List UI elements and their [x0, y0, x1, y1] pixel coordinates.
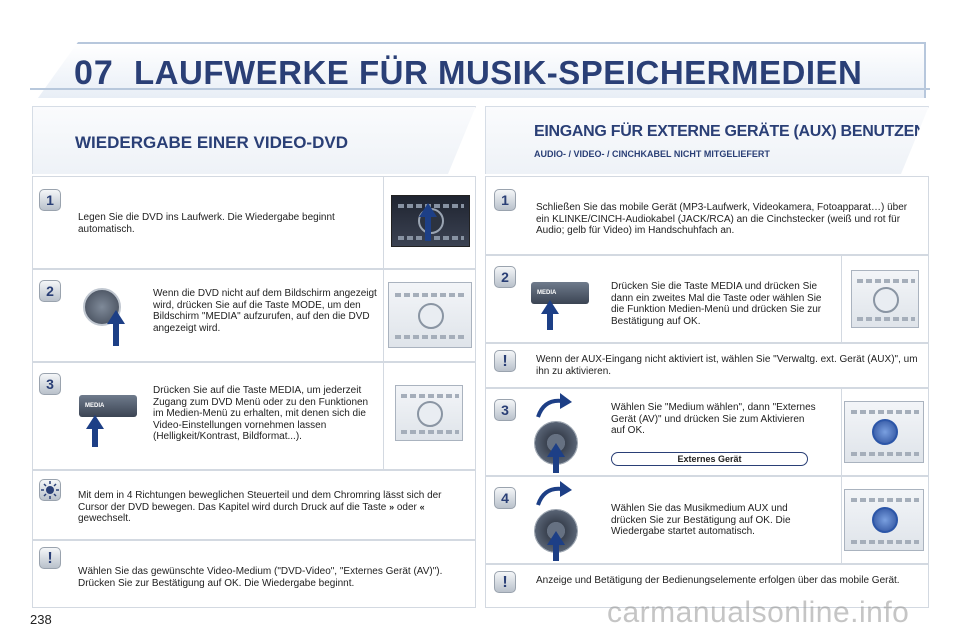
- step-badge: 3: [39, 373, 61, 395]
- radio-panel-thumbnail: [388, 282, 472, 348]
- arrow-up-icon: [547, 443, 565, 457]
- tip-text-a: Mit dem in 4 Richtungen beweglichen Steu…: [78, 490, 442, 513]
- left-step-2-text: Wenn die DVD nicht auf dem Bildschirm an…: [153, 288, 377, 334]
- rotate-arrow-icon: [536, 393, 572, 418]
- tip-text-b: gewechselt.: [78, 513, 131, 524]
- media-key-icon: MEDIA: [79, 395, 137, 417]
- right-step-2: 2 MEDIA Drücken Sie die Taste MEDIA und …: [485, 255, 929, 344]
- right-warning-1: ! Wenn der AUX-Eingang nicht aktiviert i…: [485, 343, 929, 388]
- arrow-stem: [553, 457, 559, 473]
- button-row: [398, 236, 464, 240]
- left-step-3-text: Drücken Sie auf die Taste MEDIA, um jede…: [153, 385, 369, 442]
- button-row: [395, 335, 465, 339]
- warning-icon: !: [494, 350, 516, 372]
- arrow-stem: [547, 314, 553, 330]
- divider: [383, 270, 384, 363]
- warning-icon: !: [39, 547, 61, 569]
- button-row: [857, 279, 915, 283]
- sun-icon: [39, 479, 61, 501]
- step-badge: 2: [39, 280, 61, 302]
- divider: [841, 256, 842, 344]
- divider: [383, 177, 384, 270]
- header-rule: [30, 88, 930, 90]
- arrow-stem: [553, 545, 559, 561]
- previous-chapter-icon: «: [419, 501, 425, 512]
- page-title: LAUFWERKE FÜR MUSIK-SPEICHERMEDIEN: [134, 54, 863, 91]
- arrow-up-icon: [107, 310, 125, 324]
- external-device-button[interactable]: Externes Gerät: [611, 452, 808, 466]
- right-section-title: EINGANG FÜR EXTERNE GERÄTE (AUX) BENUTZE…: [534, 123, 926, 140]
- radio-panel-thumbnail: [395, 385, 463, 441]
- control-knob: [873, 287, 899, 313]
- watermark: carmanualsonline.info: [607, 596, 910, 629]
- step-badge: 1: [494, 189, 516, 211]
- left-tip: Mit dem in 4 Richtungen beweglichen Steu…: [32, 470, 476, 540]
- divider: [841, 389, 842, 477]
- arrow-stem: [92, 429, 98, 447]
- right-section-subtitle: AUDIO- / VIDEO- / CINCHKABEL NICHT MITGE…: [534, 149, 770, 159]
- left-section-header: WIEDERGABE EINER VIDEO-DVD: [32, 106, 476, 174]
- left-step-1-text: Legen Sie die DVD ins Laufwerk. Die Wied…: [78, 212, 335, 235]
- button-row: [857, 317, 915, 321]
- next-chapter-icon: »: [389, 501, 395, 512]
- left-step-3: 3 MEDIA Drücken Sie auf die Taste MEDIA,…: [32, 362, 476, 471]
- right-step-1-text: Schließen Sie das mobile Gerät (MP3-Lauf…: [536, 202, 908, 236]
- right-step-4-text: Wählen Sie das Musikmedium AUX und drück…: [611, 503, 791, 537]
- button-row: [395, 293, 465, 297]
- right-step-1: 1 Schließen Sie das mobile Gerät (MP3-La…: [485, 176, 929, 255]
- arrow-up-icon: [419, 203, 437, 217]
- control-knob: [418, 303, 444, 329]
- right-column: EINGANG FÜR EXTERNE GERÄTE (AUX) BENUTZE…: [485, 106, 929, 174]
- control-knob-highlighted: [872, 507, 898, 533]
- arrow-up-icon: [547, 531, 565, 545]
- right-step-2-text: Drücken Sie die Taste MEDIA und drücken …: [611, 281, 822, 327]
- button-row: [851, 540, 919, 544]
- arrow-stem: [113, 324, 119, 346]
- tip-text-or: oder: [396, 501, 417, 513]
- step-badge: 3: [494, 399, 516, 421]
- arrow-stem: [425, 217, 431, 241]
- button-row: [401, 430, 459, 434]
- rotate-arrow-icon: [536, 481, 572, 506]
- right-warning-1-text: Wenn der AUX-Eingang nicht aktiviert ist…: [536, 354, 918, 377]
- chapter-number: 07: [74, 54, 114, 92]
- right-step-4: 4 Wählen Sie das Musikmedium AUX und drü…: [485, 476, 929, 565]
- control-knob: [417, 401, 443, 427]
- right-warning-2-text: Anzeige und Betätigung der Bedienungsele…: [536, 575, 900, 586]
- left-tip-text: Mit dem in 4 Richtungen beweglichen Steu…: [78, 490, 463, 525]
- left-note: ! Wählen Sie das gewünschte Video-Medium…: [32, 540, 476, 608]
- button-row: [401, 394, 459, 398]
- left-step-2: 2 Wenn die DVD nicht auf dem Bildschirm …: [32, 269, 476, 363]
- divider: [383, 363, 384, 471]
- left-note-text: Wählen Sie das gewünschte Video-Medium (…: [78, 566, 443, 589]
- media-key-icon: MEDIA: [531, 282, 589, 304]
- radio-panel-thumbnail: [844, 401, 924, 463]
- button-row: [851, 498, 919, 502]
- right-section-header: EINGANG FÜR EXTERNE GERÄTE (AUX) BENUTZE…: [485, 106, 929, 174]
- right-step-3-text: Wählen Sie "Medium wählen", dann "Extern…: [611, 402, 816, 436]
- step-badge: 1: [39, 189, 61, 211]
- arrow-up-icon: [541, 300, 559, 314]
- button-row: [851, 452, 919, 456]
- left-step-1: 1 Legen Sie die DVD ins Laufwerk. Die Wi…: [32, 176, 476, 270]
- button-row: [851, 410, 919, 414]
- left-column: WIEDERGABE EINER VIDEO-DVD: [32, 106, 476, 174]
- arrow-up-icon: [86, 415, 104, 429]
- radio-panel-thumbnail: [851, 270, 919, 328]
- control-knob-highlighted: [872, 419, 898, 445]
- radio-panel-thumbnail: [844, 489, 924, 551]
- right-warning-2: ! Anzeige und Betätigung der Bedienungse…: [485, 564, 929, 608]
- step-badge: 4: [494, 487, 516, 509]
- step-badge: 2: [494, 266, 516, 288]
- page-number: 238: [30, 612, 52, 627]
- warning-icon: !: [494, 571, 516, 593]
- left-section-title: WIEDERGABE EINER VIDEO-DVD: [75, 133, 348, 152]
- divider: [841, 477, 842, 565]
